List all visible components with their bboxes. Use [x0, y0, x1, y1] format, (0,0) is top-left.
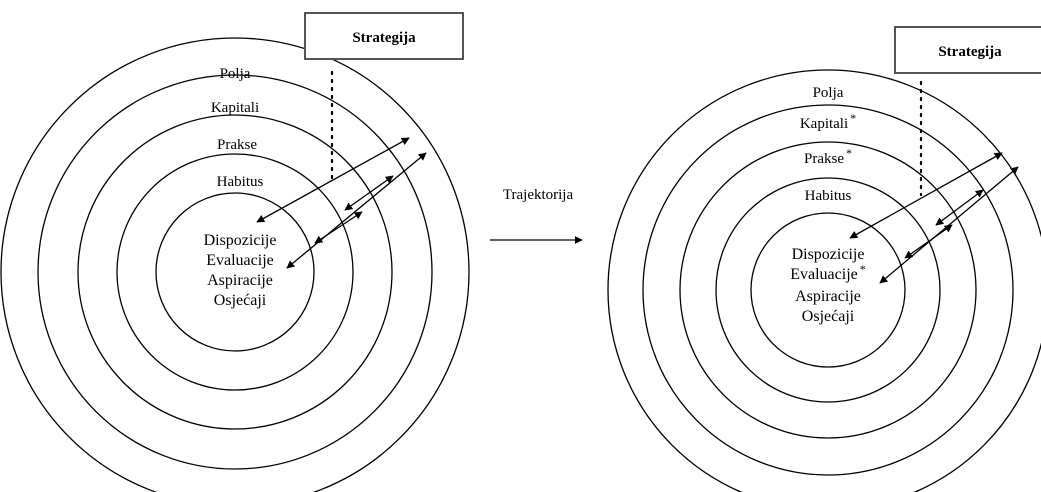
right-strategy-label: Strategija [938, 44, 1002, 60]
right-ring-polja [607, 69, 1041, 492]
left-strategy-label: Strategija [352, 30, 416, 46]
right-inner-osjecaji: Osjećaji [802, 308, 855, 325]
right-inner-aspiracije: Aspiracije [795, 288, 861, 305]
right-arrow-prakse-kapitali [935, 189, 984, 226]
left-strategy-box [304, 12, 464, 60]
right-ring-kapitali [642, 104, 1014, 476]
left-ring-kapitali [37, 74, 433, 470]
right-label-habitus: Habitus [805, 188, 852, 204]
left-inner-aspiracije: Aspiracije [207, 272, 273, 289]
right-label-kapitali: Kapitali* [800, 111, 856, 132]
trajectory-label: Trajektorija [503, 187, 574, 203]
right-strategy-box [894, 26, 1041, 74]
right-label-prakse: Prakse* [804, 146, 852, 167]
left-diagram: Strategija Polja Kapitali Prakse Habitus… [0, 12, 470, 492]
left-arrow-core-polja [286, 152, 427, 269]
right-arrow-core-kapitali [849, 152, 1003, 239]
right-inner-dispozicije: Dispozicije [792, 246, 865, 263]
trajectory: Trajektorija [490, 187, 583, 244]
right-arrow-core-polja [879, 166, 1019, 284]
right-label-polja: Polja [813, 85, 844, 101]
left-label-polja: Polja [220, 66, 251, 82]
right-arrow-habitus-prakse [904, 224, 953, 259]
right-inner-evaluacije: Evaluacije* [790, 262, 866, 283]
left-inner-dispozicije: Dispozicije [204, 232, 277, 249]
right-ring-prakse [679, 141, 977, 439]
left-ring-polja [0, 37, 470, 492]
left-inner-evaluacije: Evaluacije [206, 252, 274, 269]
right-ring-habitus [715, 177, 941, 403]
right-diagram: Strategija Polja Kapitali* Prakse* Habit… [607, 26, 1041, 492]
left-core-circle [155, 192, 315, 352]
left-inner-osjecaji: Osjećaji [214, 292, 267, 309]
right-core-circle [750, 212, 906, 368]
left-arrow-prakse-kapitali [344, 175, 394, 211]
left-arrow-habitus-prakse [314, 211, 363, 244]
left-arrow-core-kapitali [256, 137, 410, 223]
left-ring-prakse [77, 114, 393, 430]
left-label-kapitali: Kapitali [211, 100, 259, 116]
left-label-habitus: Habitus [217, 174, 264, 190]
left-label-prakse: Prakse [217, 137, 257, 153]
left-ring-habitus [116, 153, 354, 391]
